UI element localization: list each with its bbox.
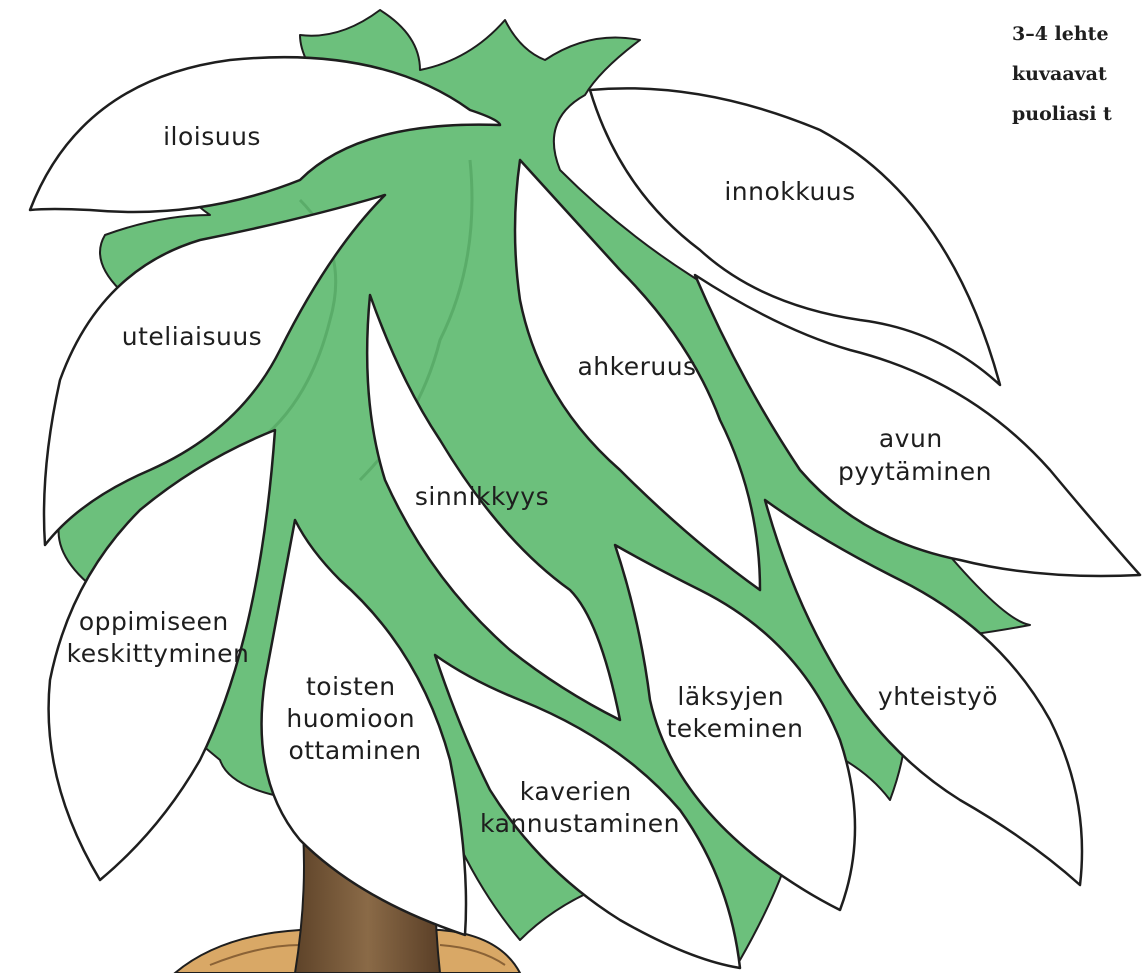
instruction-line-1: 3–4 lehte — [1012, 14, 1144, 54]
instruction-line-3: puoliasi t — [1012, 94, 1144, 134]
label-toisten-huomioon-ottaminen: toisten huomioon ottaminen — [286, 672, 423, 765]
label-iloisuus: iloisuus — [163, 122, 261, 151]
label-yhteistyo: yhteistyö — [878, 682, 998, 711]
label-uteliaisuus: uteliaisuus — [122, 322, 262, 351]
instruction-text: 3–4 lehte kuvaavat puoliasi t — [1012, 14, 1144, 134]
label-ahkeruus: ahkeruus — [577, 352, 696, 381]
label-innokkuus: innokkuus — [724, 177, 855, 206]
label-sinnikkyys: sinnikkyys — [415, 482, 549, 511]
instruction-line-2: kuvaavat — [1012, 54, 1144, 94]
